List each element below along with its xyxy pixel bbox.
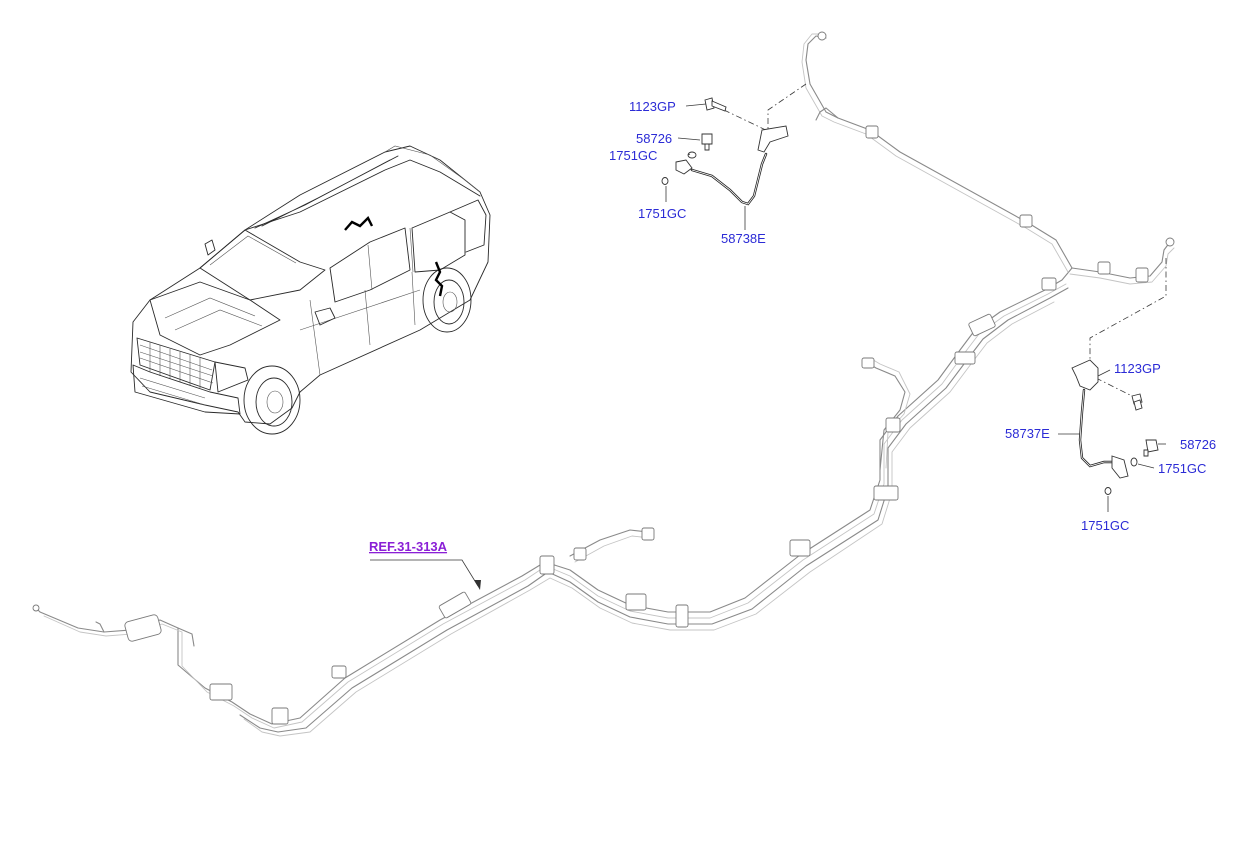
front-hose-detail xyxy=(661,83,807,230)
front-gasket-upper-label[interactable]: 1751GC xyxy=(609,148,657,163)
reference-label[interactable]: REF.31-313A xyxy=(369,539,448,554)
reference-leader xyxy=(370,559,481,590)
rear-union-bolt-label[interactable]: 58726 xyxy=(1180,437,1216,452)
vehicle-illustration xyxy=(130,145,491,435)
front-gasket-lower-label[interactable]: 1751GC xyxy=(638,206,686,221)
front-hose-label[interactable]: 58738E xyxy=(721,231,766,246)
front-union-bolt-label[interactable]: 58726 xyxy=(636,131,672,146)
rear-gasket-lower-label[interactable]: 1751GC xyxy=(1081,518,1129,533)
front-bolt-label[interactable]: 1123GP xyxy=(629,99,676,114)
rear-hose-label[interactable]: 58737E xyxy=(1005,426,1050,441)
brake-tube-assembly xyxy=(32,31,1175,737)
rear-hose-detail xyxy=(1058,258,1167,512)
rear-bolt-label[interactable]: 1123GP xyxy=(1114,361,1161,376)
rear-gasket-upper-label[interactable]: 1751GC xyxy=(1158,461,1206,476)
